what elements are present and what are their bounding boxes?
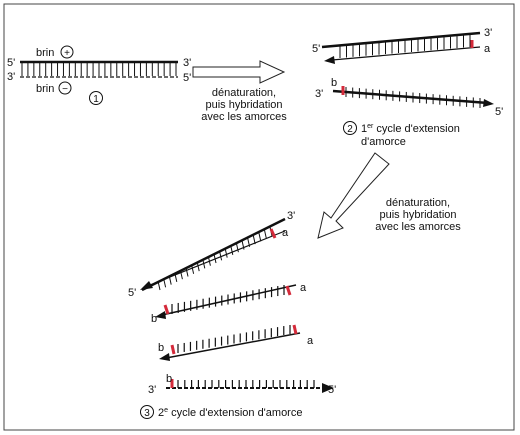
minus-sign-icon: − <box>58 81 72 95</box>
svg-text:−: − <box>62 84 68 95</box>
plus-sign-icon: + <box>60 45 74 59</box>
step2-top-template <box>321 31 481 49</box>
step1-top-end-left: 5' <box>7 57 15 69</box>
step1-top-end-right: 3' <box>183 57 191 69</box>
step2-bottom-primer-label: b <box>331 77 337 89</box>
base-pair-tick <box>235 243 239 253</box>
step3-strand-2 <box>155 284 297 319</box>
step3-s3-primer-a <box>292 324 298 335</box>
step3-s1-arrowhead-icon <box>140 281 153 290</box>
arrow-2-icon <box>317 152 390 239</box>
step1-number: 1 <box>89 91 103 105</box>
step3-s1-primer-label: a <box>282 227 289 239</box>
base-pair-tick <box>219 251 223 261</box>
step2-bottom-end-right: 5' <box>495 106 503 118</box>
step2-number: 2 <box>343 121 357 135</box>
step2-bottom-arrowhead-icon <box>483 99 494 107</box>
base-pair-tick <box>263 229 267 239</box>
step3-s2-primer-b <box>163 304 170 315</box>
step3-s2-primer-a <box>285 285 292 296</box>
arrow1-text-line1: dénaturation, <box>212 87 276 99</box>
arrow2-text-line1: dénaturation, <box>386 197 450 209</box>
base-pair-tick <box>230 245 234 256</box>
minus-strand-label: brin <box>36 83 54 95</box>
step3-s1-primer <box>269 228 277 239</box>
step3-s3-primer-b <box>170 344 176 355</box>
svg-text:1: 1 <box>93 94 99 105</box>
step3-s4-arrowhead-icon <box>322 383 334 393</box>
step3-strand-3 <box>159 324 301 361</box>
step2-top-arrowhead-icon <box>324 56 335 64</box>
base-pair-tick <box>185 267 189 277</box>
step3-s3-primer-right-label: a <box>307 335 314 347</box>
step3-s4-end-left: 3' <box>148 384 156 396</box>
step2-bottom-end-left: 3' <box>315 88 323 100</box>
plus-strand-label: brin <box>36 47 54 59</box>
step3-number: 3 <box>140 405 154 419</box>
step2-top-strand <box>321 31 481 64</box>
step3-caption: 2e cycle d'extension d'amorce <box>158 407 302 419</box>
arrow-1-icon <box>192 60 286 84</box>
step3-strand-4 <box>166 379 334 393</box>
step2-top-primer-label: a <box>484 43 491 55</box>
base-pair-tick <box>196 261 200 272</box>
step2-top-end-left: 5' <box>312 43 320 55</box>
step2-bottom-template <box>332 89 489 105</box>
step2-top-new-strand <box>331 46 481 61</box>
step3-s4-primer-label: b <box>166 373 172 385</box>
step3-s3-primer-left-label: b <box>158 342 164 354</box>
base-pair-tick <box>191 264 195 274</box>
step2-top-base-pairs <box>339 35 471 58</box>
base-pair-tick <box>179 270 183 280</box>
step3-strand-1 <box>140 217 286 292</box>
step3-s2-primer-right-label: a <box>300 282 307 294</box>
step3-s2-arrowhead-icon <box>155 311 166 319</box>
arrow2-text-line2: puis hybridation <box>379 209 456 221</box>
step3-s4-end-right: 5' <box>328 384 336 396</box>
step1-base-pairs <box>21 63 177 76</box>
step2-caption-line1: 1er cycle d'extension <box>361 123 460 135</box>
arrow1-text-line3: avec les amorces <box>201 111 287 123</box>
figure-frame <box>3 3 515 431</box>
step3-s2-primer-left-label: b <box>151 313 157 325</box>
step2-bottom-base-pairs <box>345 87 481 108</box>
step2-caption-line2: d'amorce <box>361 136 406 148</box>
svg-text:+: + <box>64 48 70 59</box>
step3-s3-arrowhead-icon <box>159 353 170 361</box>
arrow2-text-line3: avec les amorces <box>375 221 461 233</box>
svg-text:3: 3 <box>144 408 150 419</box>
step1-bottom-end-left: 3' <box>7 71 15 83</box>
step2-top-end-right: 3' <box>484 27 492 39</box>
step3-s1-end-right: 3' <box>287 210 295 222</box>
step3-s1-end-left: 5' <box>128 287 136 299</box>
step1-double-strand <box>20 60 178 78</box>
step1-bottom-end-right: 5' <box>183 72 191 84</box>
step2-bottom-strand <box>332 86 494 108</box>
base-pair-tick <box>224 248 228 258</box>
arrow1-text-line2: puis hybridation <box>205 99 282 111</box>
svg-text:2: 2 <box>347 124 353 135</box>
base-pair-tick <box>157 280 161 291</box>
base-pair-tick <box>258 232 262 242</box>
